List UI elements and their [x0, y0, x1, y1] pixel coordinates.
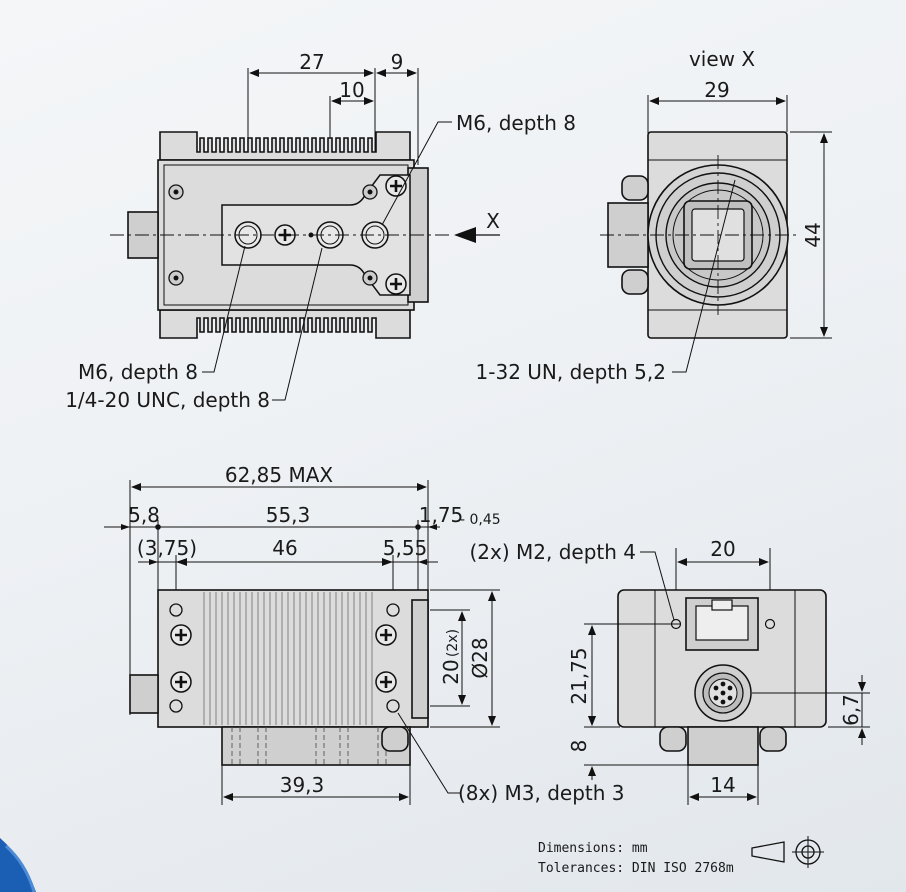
- dim-20-side: 20: [439, 659, 463, 684]
- callout-m6-top: M6, depth 8: [456, 111, 576, 135]
- back-view: 20 21,75 8 6: [469, 537, 870, 805]
- dim-62-85-max: 62,85 MAX: [225, 463, 334, 487]
- first-angle-projection-icon: [751, 836, 824, 868]
- callout-unc: 1/4-20 UNC, depth 8: [65, 388, 270, 412]
- dim-6-7: 6,7: [839, 694, 863, 726]
- dim-27: 27: [299, 50, 324, 74]
- corner-accent: [0, 838, 36, 892]
- dim-10: 10: [339, 78, 364, 102]
- dim-39-3: 39,3: [280, 773, 325, 797]
- dim-29: 29: [704, 78, 729, 102]
- dim-14: 14: [710, 773, 735, 797]
- dim-1-75: 1,75: [419, 503, 464, 527]
- dim-20-back: 20: [710, 537, 735, 561]
- view-x-title: view X: [689, 47, 755, 71]
- side-view: 62,85 MAX 5,8 55,3 1,75 - 0,45 (3,75) 46…: [104, 463, 625, 805]
- callout-m6-bottom: M6, depth 8: [78, 360, 198, 384]
- dimensions-note: Dimensions: mm: [538, 841, 648, 856]
- dim-5-55: 5,55: [383, 536, 428, 560]
- footer-notes: Dimensions: mm Tolerances: DIN ISO 2768m: [538, 836, 824, 876]
- callout-1-32-un: 1-32 UN, depth 5,2: [476, 360, 666, 384]
- dim-3-75: (3,75): [137, 536, 197, 560]
- top-view: 27 9 10 X: [65, 50, 576, 412]
- view-x-label: X: [486, 209, 500, 233]
- callout-2x-m2: (2x) M2, depth 4: [469, 540, 636, 564]
- dim-55-3: 55,3: [266, 503, 311, 527]
- callout-8x-m3: (8x) M3, depth 3: [458, 781, 625, 805]
- view-x: view X 29 44 1-32 UN, depth 5,2: [476, 47, 832, 384]
- dim-21-75: 21,75: [567, 647, 591, 704]
- tolerances-note: Tolerances: DIN ISO 2768m: [538, 861, 734, 876]
- dim-8: 8: [567, 740, 591, 753]
- dim-44: 44: [801, 222, 825, 247]
- dim-tolerance: - 0,45: [460, 512, 501, 528]
- dim-9: 9: [391, 50, 404, 74]
- dim-20-note: (2x): [445, 629, 461, 657]
- dim-5-8: 5,8: [128, 503, 160, 527]
- dim-46: 46: [272, 536, 297, 560]
- dim-diameter-28: Ø28: [468, 637, 492, 678]
